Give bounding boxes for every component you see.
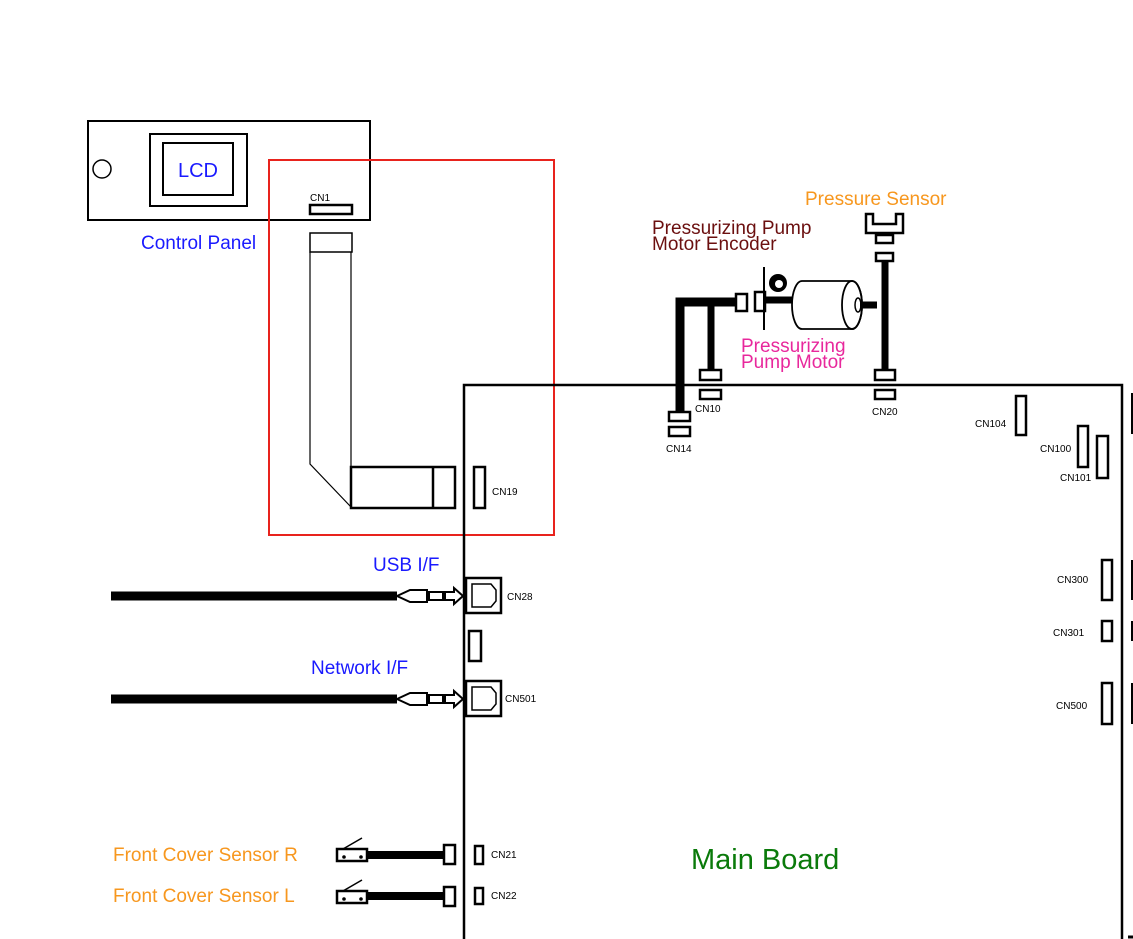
motor-label-line2: Pump Motor [741, 352, 845, 373]
cn14-label: CN14 [666, 444, 692, 455]
motor-label-line1: Pressurizing [741, 336, 846, 357]
flat-cable-left-edge [309, 252, 352, 508]
usb-cable: USB I/F [111, 555, 465, 607]
network-port-icon [471, 686, 497, 711]
lcd-screen [162, 142, 234, 196]
cn20-label: CN20 [872, 407, 898, 418]
cn19-label: CN19 [492, 487, 518, 498]
cn100-label: CN100 [1040, 444, 1072, 455]
main-board-title: Main Board [691, 844, 839, 876]
cn301-connector [1100, 619, 1114, 643]
main-board-outline [462, 383, 1124, 939]
cn19-connector [472, 465, 487, 510]
encoder-label-line2: Motor Encoder [652, 234, 777, 255]
cn501-connector [464, 679, 503, 718]
flat-cable [309, 232, 457, 510]
usb-plug-neck [428, 591, 444, 601]
cn300-connector [1100, 558, 1114, 602]
switch-r-terminal [342, 855, 346, 859]
lcd-frame [149, 133, 248, 207]
cn14-plug [667, 410, 692, 423]
cn28-label: CN28 [507, 592, 533, 603]
switch-r-icon [335, 847, 369, 863]
cn501-label: CN501 [505, 694, 537, 705]
control-panel: LCD CN1 Control Panel [87, 120, 371, 254]
cn22-connector [473, 886, 485, 906]
cn10-label: CN10 [695, 404, 721, 415]
main-board: Main Board CN19 CN28 CN501 CN21 CN22 CN1… [462, 383, 1133, 939]
switch-l-terminal [359, 897, 363, 901]
network-plug-body [394, 692, 428, 706]
usb-plug-body [394, 589, 428, 603]
switch-l-terminal [342, 897, 346, 901]
switch-l-icon [335, 889, 369, 905]
cn1-label: CN1 [310, 193, 330, 204]
cn101-connector [1095, 434, 1110, 480]
cn10-plug [698, 368, 723, 382]
panel-button-icon [92, 159, 112, 179]
cn28-connector [464, 576, 503, 615]
network-if-label: Network I/F [311, 658, 408, 679]
pressure-sensor-icon [864, 212, 905, 235]
lcd-label: LCD [178, 160, 218, 182]
motor-body-icon [791, 280, 863, 330]
cn14-connector [667, 425, 692, 438]
cn301-label: CN301 [1053, 628, 1085, 639]
cn20-plug [873, 368, 897, 382]
control-panel-outline [87, 120, 371, 221]
pump-assembly: Pressurizing Pump Motor Encoder Pressuri… [652, 189, 947, 423]
front-cover-sensor-r-label: Front Cover Sensor R [113, 845, 298, 866]
flat-cable-bottom-plug [349, 465, 457, 510]
encoder-label-line1: Pressurizing Pump [652, 218, 811, 239]
usb-plug-arrow-icon [444, 585, 465, 607]
cn20-connector [873, 388, 897, 401]
usb-port-icon [471, 583, 497, 608]
cn10-connector [698, 388, 723, 401]
network-plug-arrow-icon [444, 688, 465, 710]
flat-cable-top-plug [309, 232, 353, 253]
cn1-connector [308, 203, 354, 216]
cn21-connector [473, 844, 485, 866]
front-cover-sensor-r: Front Cover Sensor R [113, 837, 457, 866]
switch-r-terminal [359, 855, 363, 859]
cn100-connector [1076, 424, 1090, 469]
pressure-sensor-neck [874, 233, 895, 245]
cn500-label: CN500 [1056, 701, 1088, 712]
network-plug-neck [428, 694, 444, 704]
switch-l-lever [342, 879, 363, 892]
switch-r-lever [342, 837, 363, 850]
switch-l-plug [442, 885, 457, 908]
pressure-sensor-plug [874, 251, 895, 263]
front-cover-sensor-l-label: Front Cover Sensor L [113, 886, 295, 907]
cn22-label: CN22 [491, 891, 517, 902]
encoder-sensor-hole [775, 280, 783, 288]
cn500-connector [1100, 681, 1114, 726]
network-cable: Network I/F [111, 658, 465, 710]
unlabeled-connector [467, 629, 483, 663]
cn104-label: CN104 [975, 419, 1007, 430]
cn104-connector [1014, 394, 1028, 437]
encoder-plug [734, 292, 749, 313]
cn300-label: CN300 [1057, 575, 1089, 586]
control-panel-title: Control Panel [141, 233, 256, 254]
front-cover-sensor-l: Front Cover Sensor L [113, 879, 457, 908]
highlight-box[interactable] [268, 159, 555, 536]
cn21-label: CN21 [491, 850, 517, 861]
switch-r-plug [442, 843, 457, 866]
encoder-harness [675, 297, 736, 418]
pressure-sensor-label: Pressure Sensor [805, 189, 947, 210]
cn101-label: CN101 [1060, 473, 1092, 484]
usb-if-label: USB I/F [373, 555, 440, 576]
